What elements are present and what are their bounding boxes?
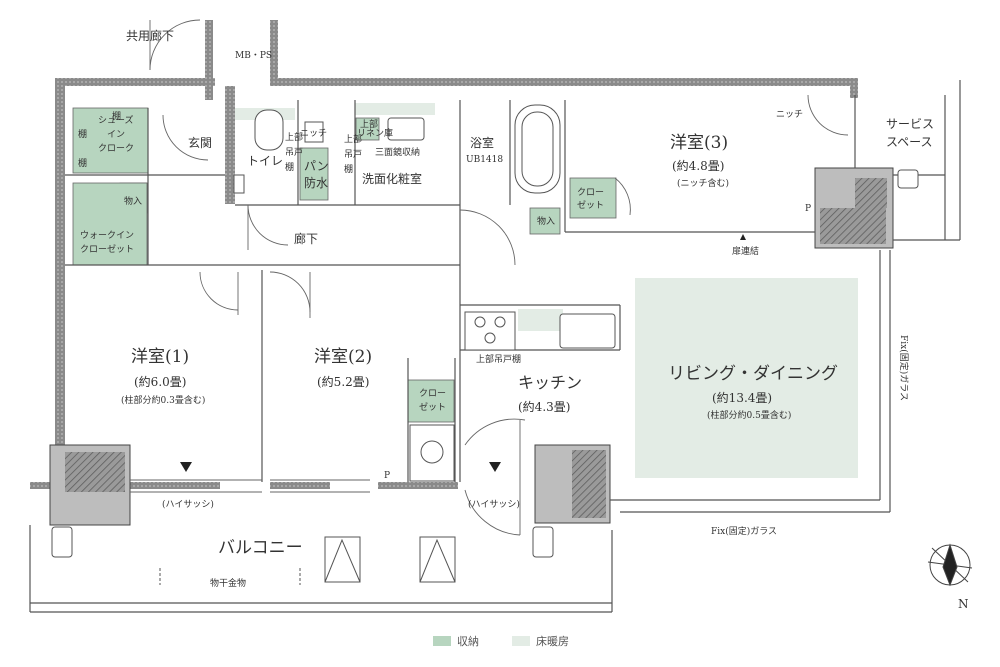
label-closet-3b: ゼット [577, 199, 604, 211]
label-living: リビング・ダイニング [668, 364, 838, 384]
legend-floor-heating-label: 床暖房 [536, 635, 569, 648]
label-linen-1: 上部 [360, 118, 378, 130]
label-bath: 浴室 [470, 135, 494, 150]
label-compass-n: N [958, 597, 969, 611]
label-wash-cab-3: 棚 [344, 163, 353, 175]
label-room1: 洋室(1) [131, 347, 189, 367]
label-walkin-2: クローゼット [80, 243, 134, 255]
legend-storage-swatch [433, 636, 451, 646]
label-fix-glass-h: Fix(固定)ガラス [711, 525, 777, 537]
label-corridor-shared: 共用廊下 [126, 28, 174, 43]
label-service-1: サービス [886, 117, 934, 131]
label-bath-unit: UB1418 [466, 155, 503, 165]
label-tana-b: 棚 [78, 128, 87, 140]
label-niche-room3: ニッチ [776, 109, 803, 120]
label-living-note: (柱部分約0.5畳含む) [707, 409, 791, 421]
label-wash-cab-2: 吊戸 [344, 149, 362, 160]
walls [30, 20, 858, 490]
label-toilet-cab-2: 吊戸 [285, 147, 303, 158]
label-kitchen-size: (約4.3畳) [518, 399, 570, 414]
storage-monoire-2 [529, 207, 561, 235]
label-service-2: スペース [886, 135, 933, 149]
label-high-sash-1: (ハイサッシ) [162, 499, 214, 510]
fixtures [51, 104, 919, 558]
label-shoes-2: イン [107, 130, 125, 140]
sashes [130, 479, 370, 493]
legend-storage: 収納 [433, 633, 479, 649]
label-rouka: 廊下 [294, 231, 318, 246]
label-room1-size: (約6.0畳) [134, 374, 186, 389]
arrow-marker-3 [740, 234, 746, 240]
arrow-marker-1 [180, 462, 192, 472]
label-genkan: 玄関 [188, 135, 212, 150]
label-monoire-2: 物入 [537, 215, 555, 227]
label-room2-size: (約5.2畳) [317, 374, 369, 389]
legend-floor-heating: 床暖房 [512, 633, 569, 649]
label-niche-wash: ニッチ [300, 128, 327, 139]
label-toilet-cab-3: 棚 [285, 161, 294, 173]
storage-pan [299, 147, 329, 201]
label-monoire-1: 物入 [124, 195, 142, 207]
label-kitchen-cab: 上部吊戸棚 [476, 353, 521, 365]
label-pan-1: パン [304, 159, 329, 173]
label-tana-a: 棚 [112, 110, 121, 122]
label-high-sash-2: (ハイサッシ) [468, 499, 520, 510]
label-closet-2b: ゼット [419, 401, 446, 413]
label-room2: 洋室(2) [314, 347, 372, 367]
floor-heating-kitchen [518, 309, 563, 331]
label-balcony: バルコニー [218, 538, 303, 558]
floor-heating-living [635, 278, 858, 478]
label-p-2: P [384, 471, 390, 481]
label-room3: 洋室(3) [670, 133, 728, 153]
storage-closet-2 [407, 379, 455, 423]
label-kitchen: キッチン [518, 373, 582, 392]
partitions [29, 80, 961, 613]
label-living-size: (約13.4畳) [712, 390, 772, 405]
label-toilet: トイレ [247, 154, 283, 168]
door-swings [149, 19, 849, 536]
floor-heating-wash [355, 103, 435, 115]
label-washroom: 洗面化粧室 [362, 171, 422, 186]
label-room3-note: (ニッチ含む) [677, 177, 729, 189]
label-mbps: MB・PS [235, 51, 272, 61]
label-fix-glass-v: Fix(固定)ガラス [898, 335, 910, 401]
label-tana-c: 棚 [78, 157, 87, 169]
balcony-fixtures [159, 536, 456, 585]
storage-linen [355, 117, 380, 141]
label-room3-size: (約4.8畳) [672, 158, 724, 173]
storage-shoes-cloak [72, 107, 149, 174]
arrow-marker-2 [489, 462, 501, 472]
storage-closet-3 [569, 177, 617, 219]
label-closet-2a: クロー [419, 388, 446, 399]
label-shoes-3: クローク [98, 143, 134, 154]
label-wash-cab-1: 上部 [344, 133, 362, 145]
label-mirror-storage: 三面鏡収納 [375, 146, 420, 158]
legend-floor-heating-swatch [512, 636, 530, 646]
label-drying-hardware: 物干金物 [210, 577, 246, 589]
legend-storage-label: 収納 [457, 635, 479, 648]
label-closet-3a: クロー [577, 187, 604, 198]
label-pan-2: 防水 [304, 175, 328, 190]
label-toilet-cab-1: 上部 [285, 131, 303, 143]
label-linen-2: リネン庫 [357, 127, 393, 139]
compass-icon [927, 543, 973, 587]
label-room1-note: (柱部分約0.3畳含む) [121, 394, 205, 406]
label-shoes-1: シューズ [98, 114, 134, 126]
label-p-1: P [805, 204, 811, 214]
label-door-link: 扉連結 [732, 245, 759, 257]
label-walkin-1: ウォークイン [80, 230, 134, 241]
